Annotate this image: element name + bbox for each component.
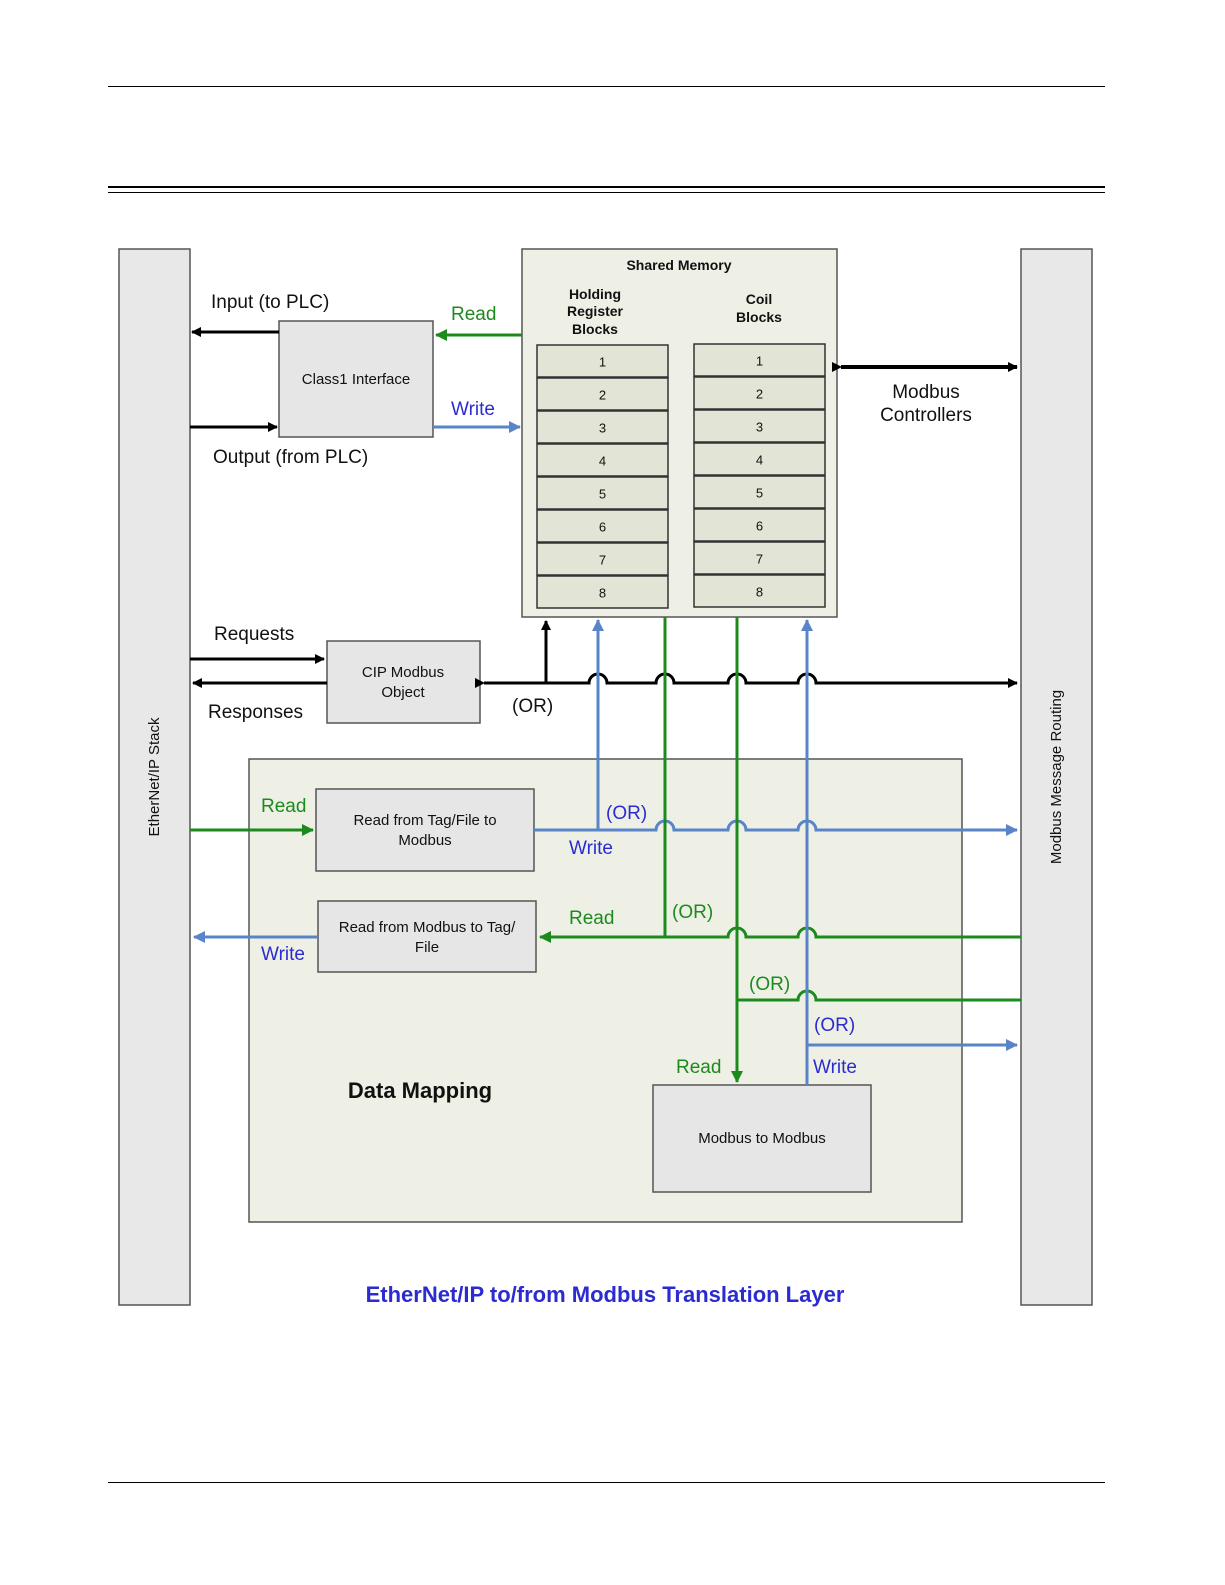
cip-modbus-object-line-2: Object [381, 684, 425, 701]
modbus-to-tag-box: Read from Modbus to Tag/ File [317, 900, 537, 973]
holding-block-label: 7 [599, 553, 606, 568]
modbus-to-modbus-read-label: Read [676, 1057, 721, 1078]
cip-modbus-object-box: CIP Modbus Object [326, 640, 481, 724]
holding-block-label: 6 [599, 520, 606, 535]
holding-block-label: 3 [599, 421, 606, 436]
tag-to-modbus-read-label: Read [261, 796, 306, 817]
coil-block-label: 5 [756, 486, 763, 501]
coil-block-label: 1 [756, 354, 763, 369]
modbus-message-routing-label: Modbus Message Routing [1048, 690, 1065, 864]
holding-header-line-2: Register [567, 303, 624, 319]
modbus-to-modbus-write-label: Write [813, 1057, 857, 1078]
modbus-to-tag-line-2: File [415, 939, 439, 956]
holding-header-line-3: Blocks [572, 321, 618, 337]
coil-block-2 [693, 376, 826, 410]
modbus-controllers-label-2: Controllers [880, 405, 972, 426]
modbus-to-modbus-or-blue-label: (OR) [814, 1015, 855, 1036]
holding-block-label: 5 [599, 487, 606, 502]
coil-block-5 [693, 475, 826, 509]
class1-read-label: Read [451, 304, 496, 325]
modbus-message-routing-column: Modbus Message Routing [1020, 248, 1093, 1306]
requests-label: Requests [214, 624, 294, 645]
coil-block-4 [693, 442, 826, 476]
tag-to-modbus-or-label: (OR) [606, 803, 647, 824]
coil-block-8 [693, 574, 826, 608]
coil-header-line-1: Coil [746, 291, 772, 307]
data-mapping-title: Data Mapping [348, 1078, 492, 1103]
footer-rule [108, 1482, 1105, 1483]
class1-interface-box: Class1 Interface [278, 320, 434, 438]
holding-block-label: 2 [599, 388, 606, 403]
coil-block-label: 3 [756, 420, 763, 435]
holding-header-line-1: Holding [569, 286, 621, 302]
coil-block-3 [693, 409, 826, 443]
output-from-plc-label: Output (from PLC) [213, 447, 368, 468]
modbus-to-tag-read-label: Read [569, 908, 614, 929]
modbus-to-modbus-box: Modbus to Modbus [652, 1084, 872, 1193]
holding-register-blocks: 1 2 3 4 5 6 7 8 [536, 344, 669, 609]
header-rule-top [108, 86, 1105, 87]
tag-to-modbus-line-1: Read from Tag/File to [353, 812, 496, 829]
tag-to-modbus-line-2: Modbus [398, 832, 451, 849]
modbus-to-modbus-label: Modbus to Modbus [698, 1130, 826, 1147]
responses-label: Responses [208, 702, 303, 723]
coil-block-6 [693, 508, 826, 542]
tag-to-modbus-box: Read from Tag/File to Modbus [315, 788, 535, 872]
cip-modbus-object-line-1: CIP Modbus [362, 664, 444, 681]
holding-block-7 [536, 542, 669, 576]
coil-block-label: 2 [756, 387, 763, 402]
class1-interface-label: Class1 Interface [302, 371, 410, 388]
header-rule-double-a [108, 186, 1105, 188]
holding-block-4 [536, 443, 669, 477]
holding-block-label: 1 [599, 355, 606, 370]
ethernet-ip-stack-column: EtherNet/IP Stack [118, 248, 191, 1306]
coil-block-label: 7 [756, 552, 763, 567]
holding-block-3 [536, 410, 669, 444]
input-to-plc-label: Input (to PLC) [211, 292, 329, 313]
tag-to-modbus-write-label: Write [569, 838, 613, 859]
shared-memory-panel: Shared Memory Holding Register Blocks Co… [521, 248, 838, 618]
cip-bus-line [475, 672, 1018, 688]
modbus-controllers-label-1: Modbus [892, 382, 960, 403]
coil-block-label: 8 [756, 585, 763, 600]
cip-or-label: (OR) [512, 696, 553, 717]
ethernet-ip-stack-label: EtherNet/IP Stack [146, 717, 163, 836]
header-rule-double-b [108, 192, 1105, 193]
coil-blocks: 1 2 3 4 5 6 7 8 [693, 343, 826, 608]
holding-block-5 [536, 476, 669, 510]
holding-block-8 [536, 575, 669, 609]
holding-block-label: 8 [599, 586, 606, 601]
diagram-caption: EtherNet/IP to/from Modbus Translation L… [366, 1282, 845, 1307]
class1-write-label: Write [451, 399, 495, 420]
modbus-to-tag-read-line [539, 926, 1021, 943]
holding-block-label: 4 [599, 454, 606, 469]
modbus-to-tag-or-label: (OR) [672, 902, 713, 923]
holding-block-6 [536, 509, 669, 543]
coil-header-line-2: Blocks [736, 309, 782, 325]
modbus-to-tag-line-1: Read from Modbus to Tag/ [339, 919, 516, 936]
modbus-to-modbus-or-green-label: (OR) [749, 974, 790, 995]
shared-memory-title: Shared Memory [626, 257, 731, 273]
coil-block-1 [693, 343, 826, 377]
coil-block-7 [693, 541, 826, 575]
coil-block-label: 6 [756, 519, 763, 534]
coil-block-label: 4 [756, 453, 763, 468]
modbus-to-tag-write-label: Write [261, 944, 305, 965]
holding-block-2 [536, 377, 669, 411]
holding-block-1 [536, 344, 669, 378]
